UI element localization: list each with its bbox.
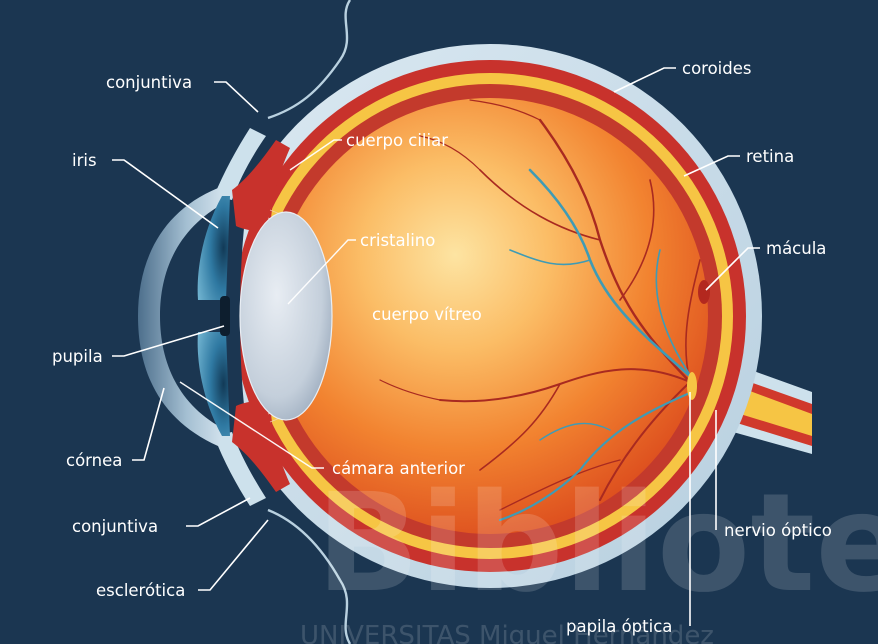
label-nervio-optico: nervio óptico bbox=[724, 521, 832, 540]
optic-disc bbox=[687, 372, 697, 400]
label-camara-anterior: cámara anterior bbox=[332, 459, 465, 478]
label-pupila: pupila bbox=[52, 347, 103, 366]
label-iris: iris bbox=[72, 151, 97, 170]
label-cuerpo-ciliar: cuerpo ciliar bbox=[346, 131, 448, 150]
label-conjuntiva-bottom: conjuntiva bbox=[72, 517, 158, 536]
label-conjuntiva-top: conjuntiva bbox=[106, 73, 192, 92]
pupil bbox=[220, 296, 230, 336]
label-esclerotica: esclerótica bbox=[96, 581, 185, 600]
macula-spot bbox=[698, 280, 710, 304]
label-retina: retina bbox=[746, 147, 794, 166]
label-macula: mácula bbox=[766, 239, 826, 258]
label-coroides: coroides bbox=[682, 59, 752, 78]
lens bbox=[240, 212, 332, 420]
label-cornea: córnea bbox=[66, 451, 122, 470]
label-cuerpo-vitreo: cuerpo vítreo bbox=[372, 305, 482, 324]
label-papila-optica: papila óptica bbox=[566, 617, 672, 636]
label-cristalino: cristalino bbox=[360, 231, 435, 250]
watermark-word: Biblioteca bbox=[316, 465, 878, 623]
